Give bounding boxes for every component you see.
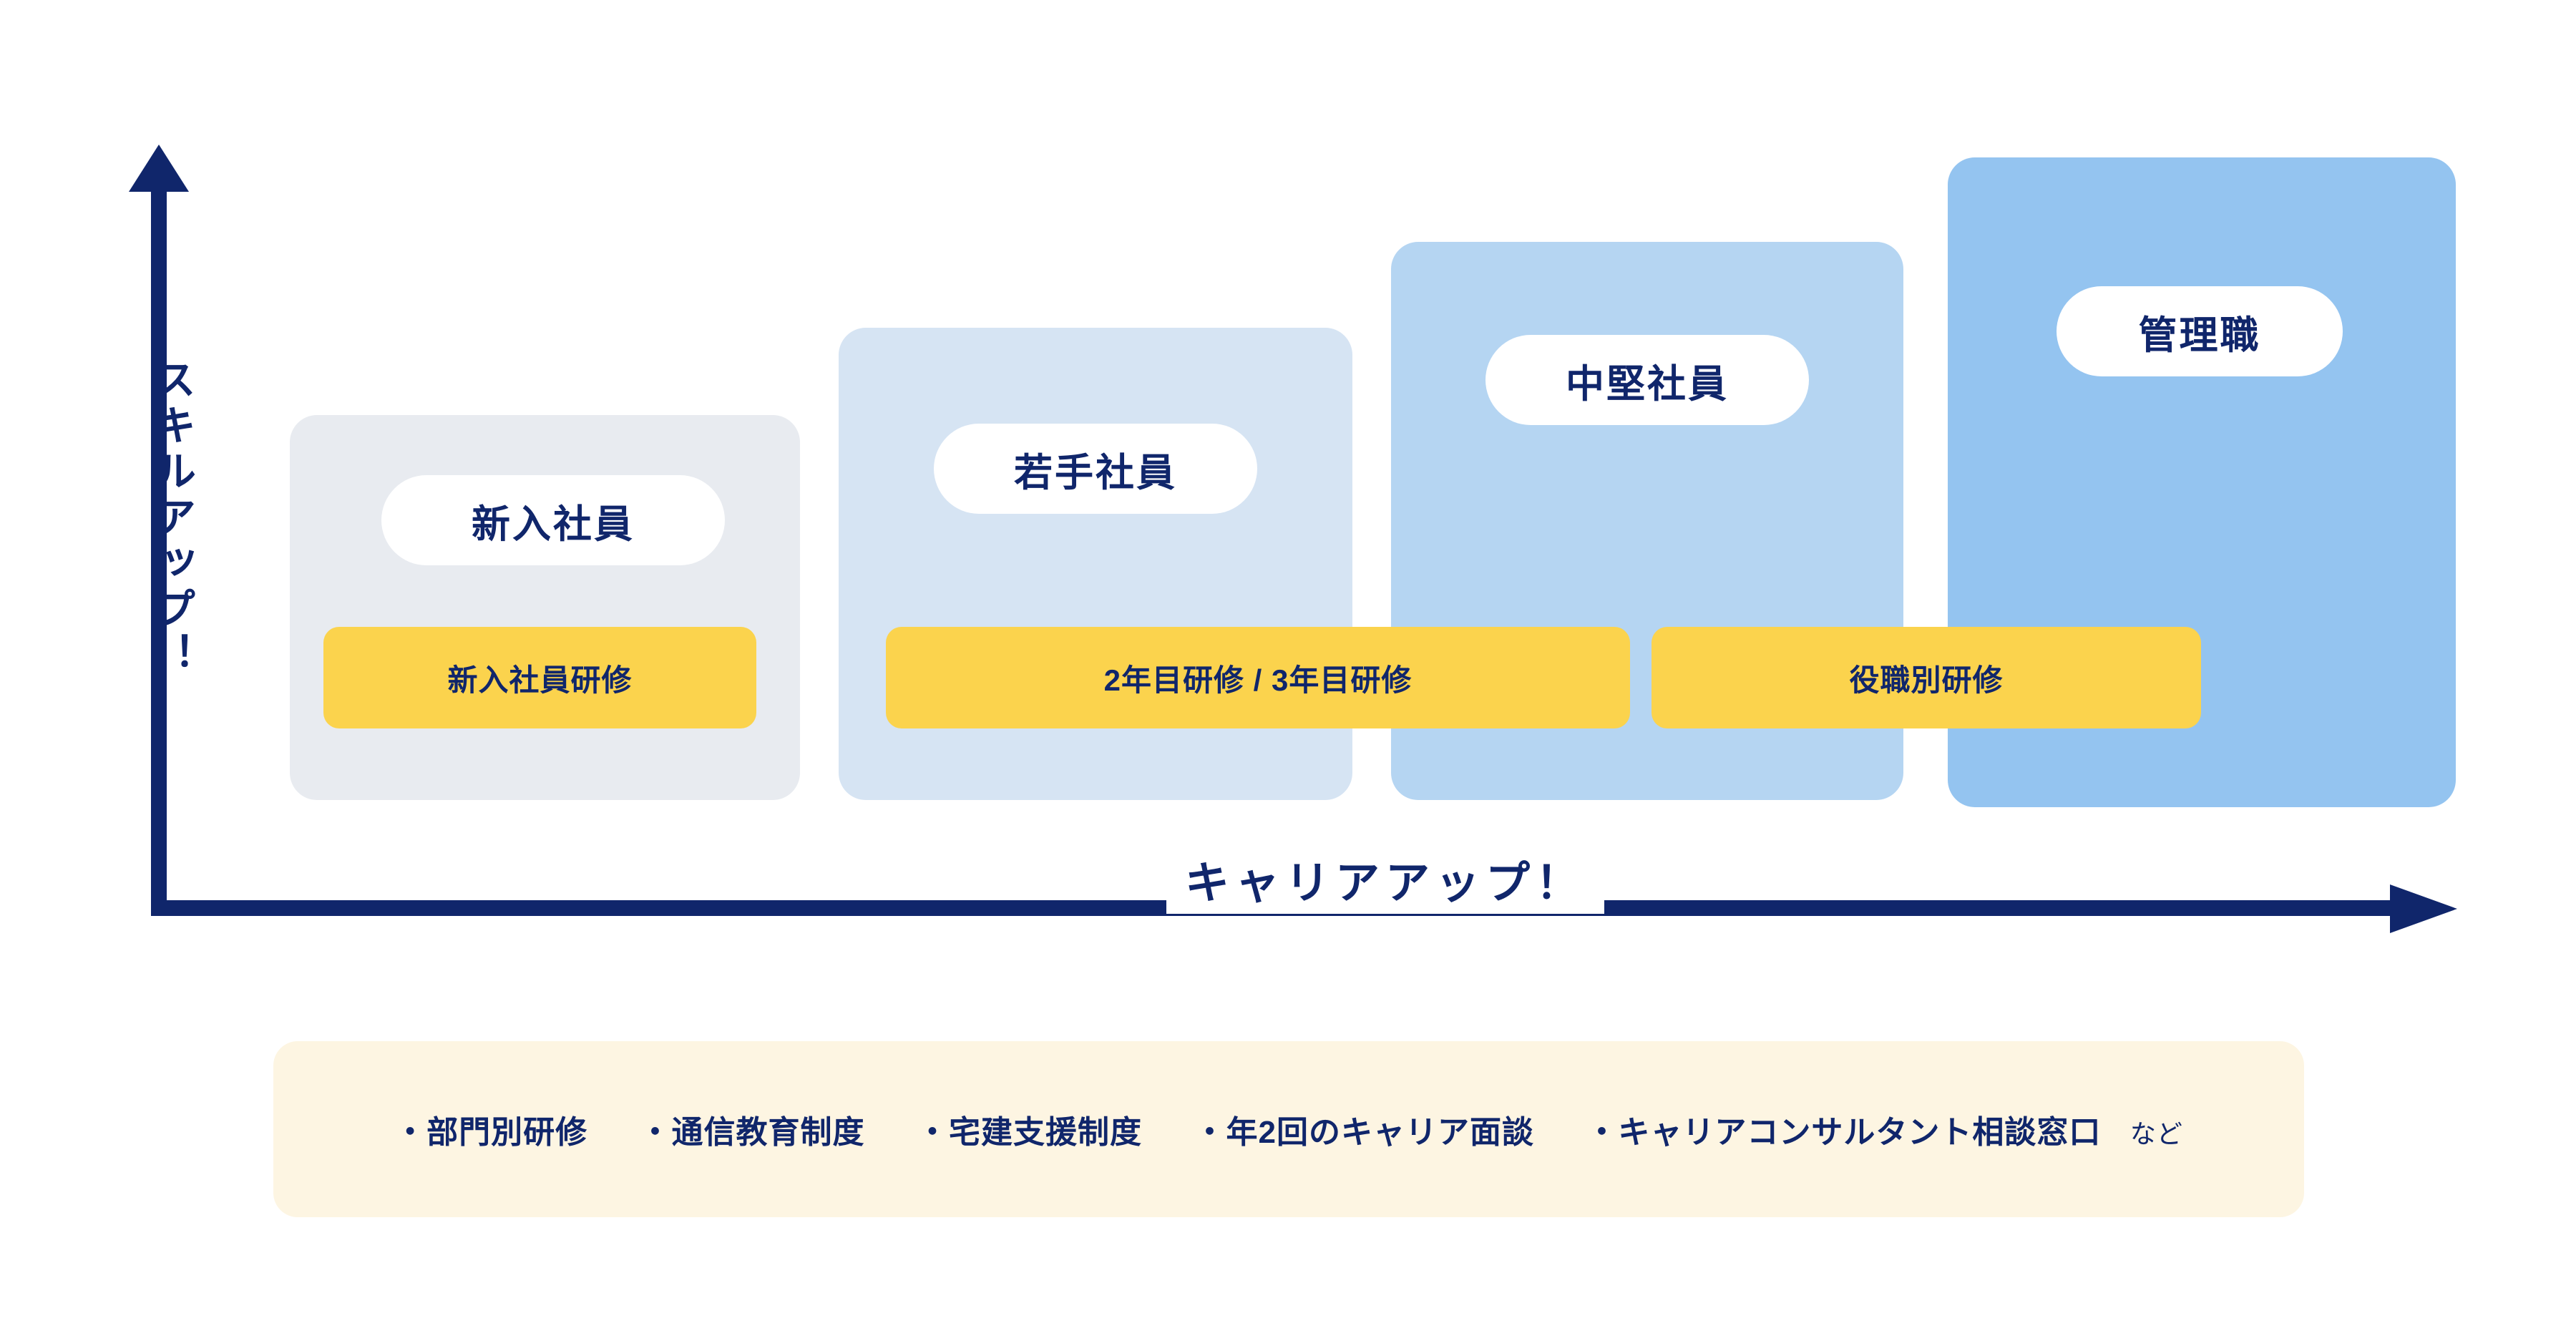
supplementary-programs-banner: ・部門別研修 ・通信教育制度 ・宅建支援制度 ・年2回のキャリア面談 ・キャリア… — [273, 1041, 2304, 1217]
step-pill-new-employee: 新入社員 — [381, 475, 725, 565]
arrow-right-icon — [2390, 884, 2457, 933]
training-badge-mid-career-employee: 役職別研修 — [1652, 627, 2201, 728]
training-badge-new-employee: 新入社員研修 — [323, 627, 756, 728]
note-item-3: ・年2回のキャリア面談 — [1194, 1115, 1534, 1150]
supplementary-programs-text: ・部門別研修 ・通信教育制度 ・宅建支援制度 ・年2回のキャリア面談 ・キャリア… — [394, 1106, 2183, 1152]
vertical-axis-line — [151, 179, 167, 916]
training-badge-junior-employee: 2年目研修 / 3年目研修 — [886, 627, 1630, 728]
step-card-junior-employee — [839, 328, 1352, 800]
vertical-axis-label: スキルアップ！ — [148, 358, 195, 678]
step-pill-junior-employee: 若手社員 — [934, 424, 1257, 514]
step-card-new-employee — [290, 415, 800, 800]
step-pill-mid-career-employee: 中堅社員 — [1485, 335, 1809, 425]
note-item-1: ・通信教育制度 — [639, 1115, 865, 1150]
note-item-2: ・宅建支援制度 — [917, 1115, 1143, 1150]
note-suffix: など — [2129, 1119, 2183, 1149]
note-item-0: ・部門別研修 — [394, 1115, 588, 1150]
step-pill-manager: 管理職 — [2057, 286, 2343, 376]
horizontal-axis-label: キャリアアップ！ — [1166, 844, 1605, 914]
note-item-4: ・キャリアコンサルタント相談窓口 — [1586, 1115, 2102, 1150]
